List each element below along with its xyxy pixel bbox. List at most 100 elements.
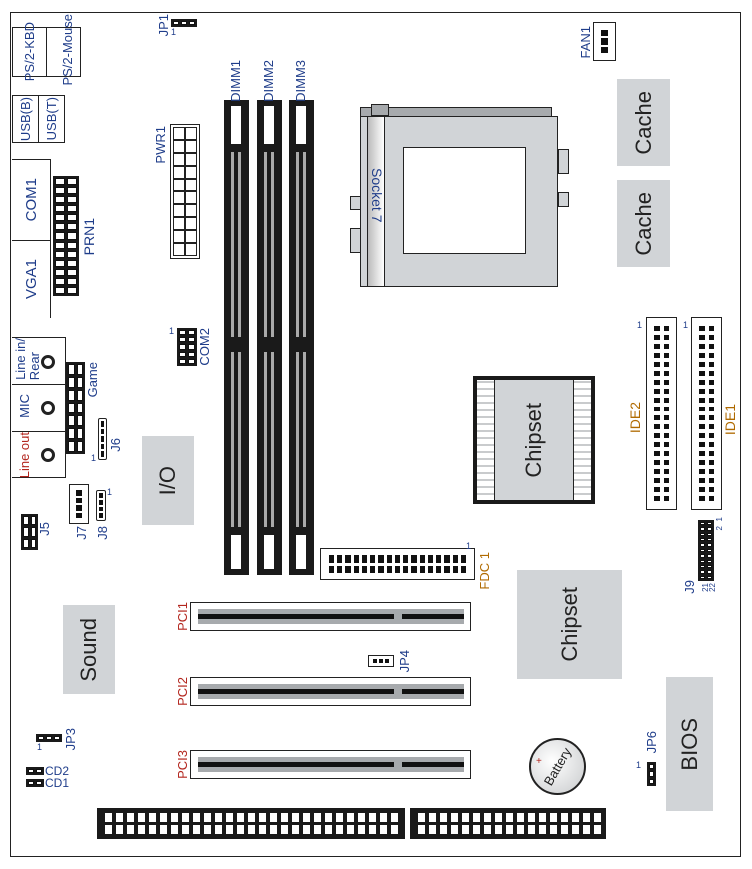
pci3-label: PCI3 xyxy=(175,750,190,779)
j9-pin1-label: 1 xyxy=(715,517,724,522)
com2-header xyxy=(177,328,197,366)
pin xyxy=(68,441,75,452)
socket-side-rail xyxy=(367,116,385,287)
pwr1-label: PWR1 xyxy=(153,126,168,164)
pin xyxy=(173,204,185,218)
pin xyxy=(654,478,660,484)
pin xyxy=(654,352,660,358)
isa-pin xyxy=(171,825,178,834)
jp4-jumper xyxy=(368,655,394,667)
pin xyxy=(708,326,714,331)
pin xyxy=(654,460,660,466)
j6-pin1-label: 1 xyxy=(91,453,97,463)
isa-pin xyxy=(484,813,491,822)
pin xyxy=(55,250,65,258)
pin xyxy=(663,469,669,475)
pin xyxy=(700,575,705,579)
pin xyxy=(185,230,197,244)
isa-pin xyxy=(336,825,343,834)
pin xyxy=(699,415,705,421)
pin xyxy=(185,243,197,256)
pin xyxy=(353,565,359,573)
isa-pin xyxy=(105,825,112,834)
pin xyxy=(99,499,103,505)
pin xyxy=(30,516,36,526)
pin xyxy=(329,565,335,573)
isa-slot-segment-2 xyxy=(410,808,606,839)
fdc1-connector xyxy=(320,548,475,580)
isa-pin xyxy=(358,813,365,822)
pin xyxy=(55,214,65,222)
vga1-label: VGA1 xyxy=(22,259,40,300)
pin xyxy=(699,460,705,466)
pin xyxy=(68,376,75,388)
pin xyxy=(188,337,195,343)
pin xyxy=(30,527,36,537)
pin xyxy=(419,565,425,573)
pin xyxy=(699,451,705,457)
line-out-jack-icon xyxy=(41,448,55,462)
pin xyxy=(707,543,712,547)
chipset-south: Chipset xyxy=(517,570,622,679)
isa-pin xyxy=(440,825,447,834)
j5-header xyxy=(21,514,38,550)
ide1-label: IDE1 xyxy=(722,404,738,436)
isa-pin xyxy=(495,813,502,822)
pin xyxy=(663,397,669,403)
pin xyxy=(663,343,669,349)
pin xyxy=(394,565,401,573)
pin xyxy=(654,424,660,430)
isa-pin xyxy=(204,813,211,822)
isa-pin xyxy=(193,825,200,834)
pin xyxy=(700,532,705,537)
pin xyxy=(663,496,669,501)
pin xyxy=(707,564,712,569)
pin xyxy=(708,379,714,385)
isa-pin xyxy=(369,813,376,822)
audio-jack-block xyxy=(12,337,66,478)
pin xyxy=(708,487,714,493)
isa-pin xyxy=(237,825,244,834)
bios-chip: BIOS xyxy=(666,677,713,811)
dimm3-slot xyxy=(289,100,314,575)
isa-pin xyxy=(182,825,189,834)
isa-pin xyxy=(517,825,524,834)
pin xyxy=(708,478,714,484)
pin xyxy=(663,424,669,430)
isa-pin xyxy=(259,813,266,822)
pin xyxy=(55,268,65,276)
isa-pin xyxy=(594,813,601,822)
isa-pin xyxy=(380,813,387,822)
isa-pin xyxy=(193,813,200,822)
io-label: I/O xyxy=(155,465,180,496)
pin xyxy=(67,187,77,195)
jp1-label: JP1 xyxy=(156,14,171,37)
jp3-jumper xyxy=(36,734,62,742)
isa-pin xyxy=(572,825,579,834)
pin xyxy=(179,330,186,336)
pin xyxy=(185,217,197,231)
pin xyxy=(700,564,705,569)
pin xyxy=(68,428,75,440)
isa-pin xyxy=(429,825,436,834)
pin xyxy=(101,421,104,427)
line-in-label: Line in/ xyxy=(13,338,28,380)
pin xyxy=(699,388,705,394)
pin xyxy=(185,139,197,153)
pin xyxy=(708,496,714,501)
prn1-label: PRN1 xyxy=(81,218,97,256)
pin xyxy=(370,555,376,563)
motherboard-outline xyxy=(10,12,741,857)
pin xyxy=(700,527,705,531)
pin xyxy=(67,178,77,186)
pin xyxy=(173,217,185,231)
pin xyxy=(345,555,351,563)
prn1-connector xyxy=(53,176,79,296)
isa-pin xyxy=(138,825,145,834)
isa-pin xyxy=(127,813,134,822)
fdc1-label: FDC 1 xyxy=(477,552,492,590)
socket-cavity xyxy=(403,147,526,254)
pin xyxy=(699,433,705,439)
pin xyxy=(173,152,185,166)
isa-pin xyxy=(281,813,288,822)
